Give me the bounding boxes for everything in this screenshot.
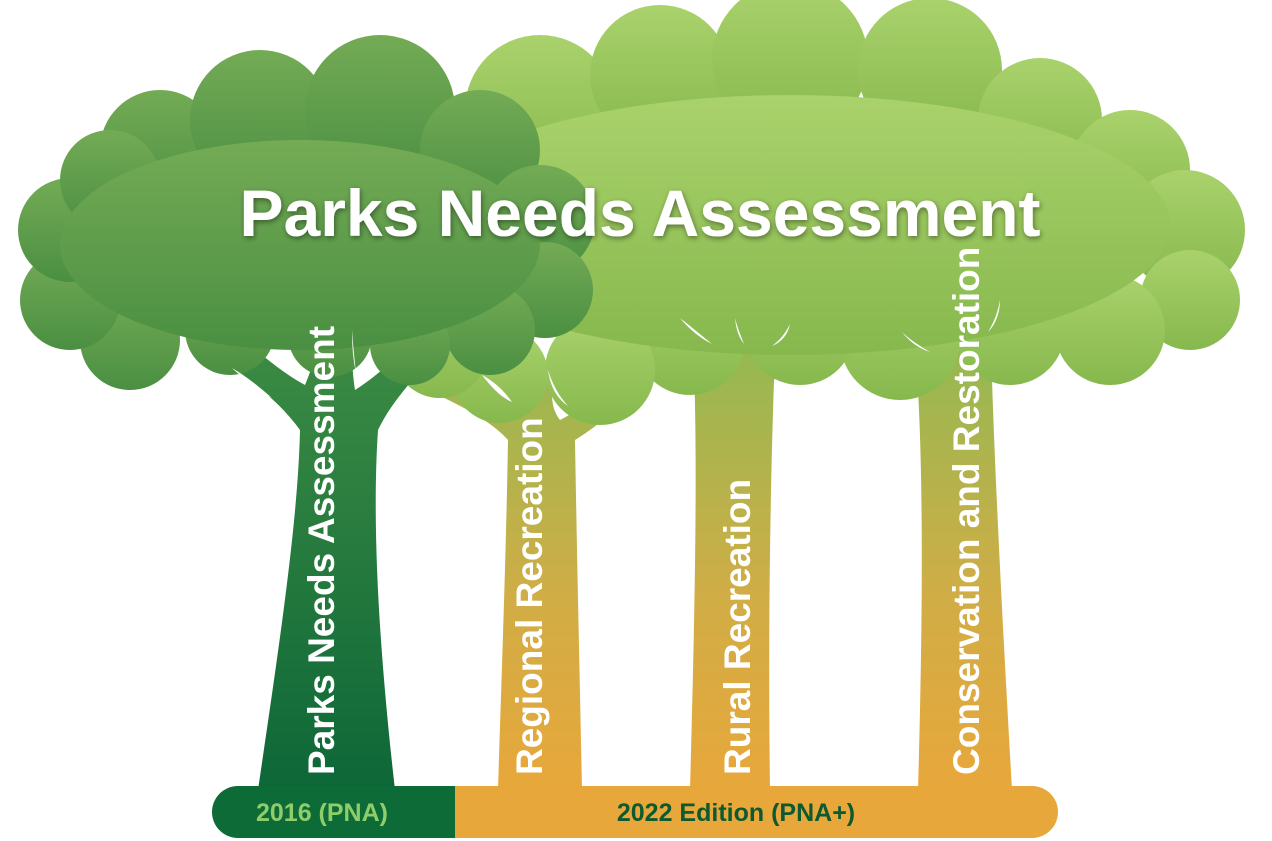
trunk-label-rural-recreation: Rural Recreation xyxy=(717,479,758,775)
trunk-label-parks-needs-assessment: Parks Needs Assessment xyxy=(301,326,342,775)
timeline-bar: 2016 (PNA) 2022 Edition (PNA+) xyxy=(212,786,1058,838)
dark-branch-gaps xyxy=(232,330,356,398)
trunk-label-conservation-restoration: Conservation and Restoration xyxy=(946,247,987,775)
page-title: Parks Needs Assessment xyxy=(239,176,1040,250)
light-trees-group xyxy=(392,0,1245,790)
timeline-segment-2016 xyxy=(212,786,455,838)
dark-tree-group xyxy=(18,35,595,790)
timeline-label-2016: 2016 (PNA) xyxy=(256,799,388,827)
trunk-label-regional-recreation: Regional Recreation xyxy=(509,417,550,775)
timeline-segment-2022 xyxy=(450,786,1058,838)
dark-canopy xyxy=(18,35,595,390)
light-branch-gaps xyxy=(482,300,1000,406)
light-canopy xyxy=(392,0,1245,425)
parks-needs-assessment-trunk xyxy=(230,330,428,790)
timeline-label-2022: 2022 Edition (PNA+) xyxy=(617,799,855,827)
conservation-restoration-trunk xyxy=(885,305,1016,790)
rural-recreation-trunk xyxy=(662,310,812,790)
regional-recreation-trunk xyxy=(440,362,624,790)
